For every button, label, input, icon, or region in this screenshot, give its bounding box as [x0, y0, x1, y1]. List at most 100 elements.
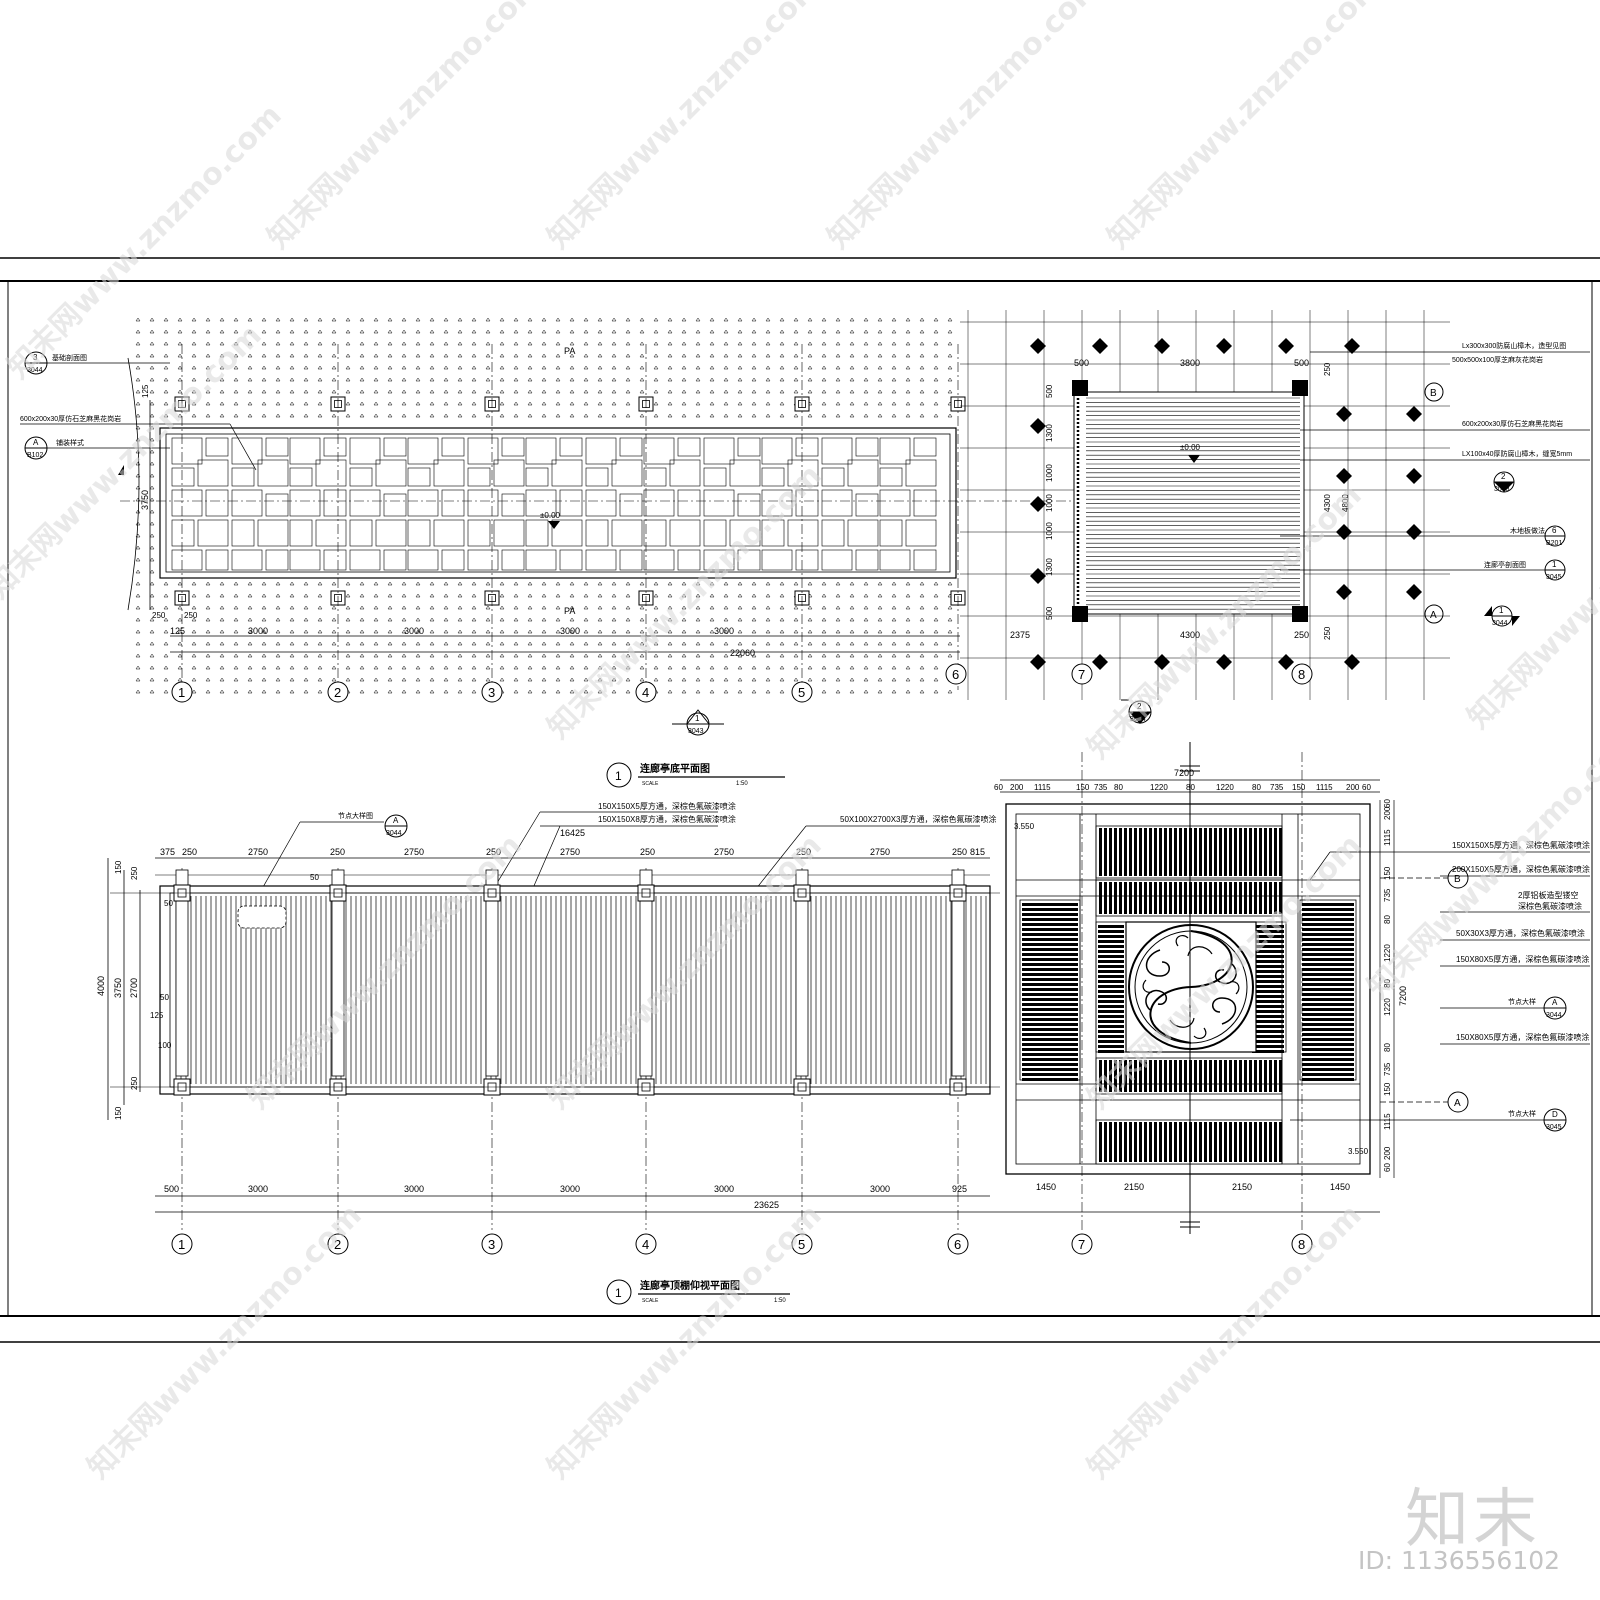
gravel-mark: [289, 389, 295, 394]
svg-text:4300: 4300: [1323, 494, 1332, 512]
roof-dim-top: 815: [970, 847, 985, 857]
roof-bar: [1119, 828, 1122, 876]
gravel-mark: [667, 593, 673, 598]
gravel-mark: [177, 353, 183, 358]
svg-text:1: 1: [615, 769, 622, 783]
gravel-mark: [499, 617, 505, 622]
gravel-mark: [415, 641, 421, 646]
roof-bar: [1154, 1060, 1157, 1092]
gravel-mark: [849, 641, 855, 646]
gravel-mark: [625, 629, 631, 634]
gravel-mark: [373, 605, 379, 610]
roof-bar: [1224, 828, 1227, 876]
gravel-mark: [345, 629, 351, 634]
roof-bar: [1199, 1122, 1202, 1162]
gravel-mark: [555, 341, 561, 346]
roof-bar: [1114, 1122, 1117, 1162]
gravel-mark: [583, 629, 589, 634]
gravel-mark: [541, 413, 547, 418]
roof-dim-top: 2750: [560, 847, 580, 857]
gravel-mark: [373, 581, 379, 586]
gravel-mark: [289, 581, 295, 586]
gravel-mark: [625, 641, 631, 646]
gravel-mark: [597, 605, 603, 610]
gravel-mark: [163, 617, 169, 622]
gravel-mark: [569, 377, 575, 382]
svg-text:4000: 4000: [96, 976, 106, 996]
roof-bar: [1098, 985, 1124, 988]
gravel-mark: [779, 581, 785, 586]
gravel-mark: [471, 353, 477, 358]
gravel-mark: [135, 389, 141, 394]
gravel-mark: [723, 413, 729, 418]
roof-bar: [1022, 978, 1078, 981]
svg-text:深棕色氟碳漆喷涂: 深棕色氟碳漆喷涂: [1518, 901, 1582, 911]
gravel-mark: [359, 389, 365, 394]
gravel-mark: [219, 593, 225, 598]
paver-stone: [323, 437, 347, 457]
section-mark-1-3043: 1 3043: [672, 709, 724, 736]
gravel-mark: [373, 689, 379, 694]
pav-roof-dim-bottom: 2150: [1232, 1182, 1252, 1192]
gravel-mark: [471, 365, 477, 370]
gravel-mark: [905, 581, 911, 586]
gravel-mark: [359, 629, 365, 634]
roof-dim-bottom: 3000: [560, 1184, 580, 1194]
gravel-mark: [905, 617, 911, 622]
roof-bar: [1244, 882, 1247, 914]
roof-bar: [1098, 990, 1124, 993]
gravel-mark: [401, 617, 407, 622]
gravel-mark: [303, 365, 309, 370]
gravel-mark: [751, 389, 757, 394]
roof-bar: [1252, 985, 1284, 988]
roof-bar: [1274, 828, 1277, 876]
gravel-mark: [639, 665, 645, 670]
gravel-mark: [611, 665, 617, 670]
roof-bar: [1144, 1122, 1147, 1162]
roof-bar: [1209, 882, 1212, 914]
gravel-mark: [373, 353, 379, 358]
roof-bar: [1022, 933, 1078, 936]
gravel-mark: [681, 389, 687, 394]
gravel-mark: [779, 689, 785, 694]
gravel-mark: [933, 389, 939, 394]
gravel-mark: [555, 377, 561, 382]
gravel-mark: [443, 677, 449, 682]
gravel-mark: [947, 605, 953, 610]
gravel-mark: [471, 641, 477, 646]
gravel-mark: [499, 389, 505, 394]
gravel-mark: [821, 641, 827, 646]
gravel-mark: [597, 677, 603, 682]
floor-dims: [170, 635, 960, 653]
gravel-mark: [261, 317, 267, 322]
roof-bar: [1022, 953, 1078, 956]
roof-bar: [1144, 882, 1147, 914]
gravel-mark: [681, 641, 687, 646]
paver-stone: [729, 519, 761, 547]
gravel-mark: [415, 581, 421, 586]
gravel-mark: [205, 641, 211, 646]
gravel-mark: [947, 653, 953, 658]
pav-lamp-marker: [1336, 584, 1352, 600]
pav-roof-dim-top: 80: [1252, 783, 1261, 792]
gravel-mark: [373, 329, 379, 334]
gravel-mark: [247, 317, 253, 322]
gravel-mark: [849, 389, 855, 394]
gravel-mark: [723, 401, 729, 406]
gravel-mark: [625, 341, 631, 346]
gravel-mark: [443, 581, 449, 586]
gravel-mark: [933, 353, 939, 358]
gravel-mark: [919, 653, 925, 658]
gravel-mark: [765, 581, 771, 586]
gravel-mark: [723, 617, 729, 622]
gravel-mark: [513, 677, 519, 682]
roof-bar: [1022, 938, 1078, 941]
grid-bubble-label: 4: [642, 685, 649, 700]
paver-stone: [467, 519, 491, 547]
gravel-mark: [877, 365, 883, 370]
gravel-mark: [751, 689, 757, 694]
gravel-mark: [205, 365, 211, 370]
gravel-mark: [849, 365, 855, 370]
gravel-mark: [205, 389, 211, 394]
svg-text:125: 125: [150, 1011, 164, 1020]
